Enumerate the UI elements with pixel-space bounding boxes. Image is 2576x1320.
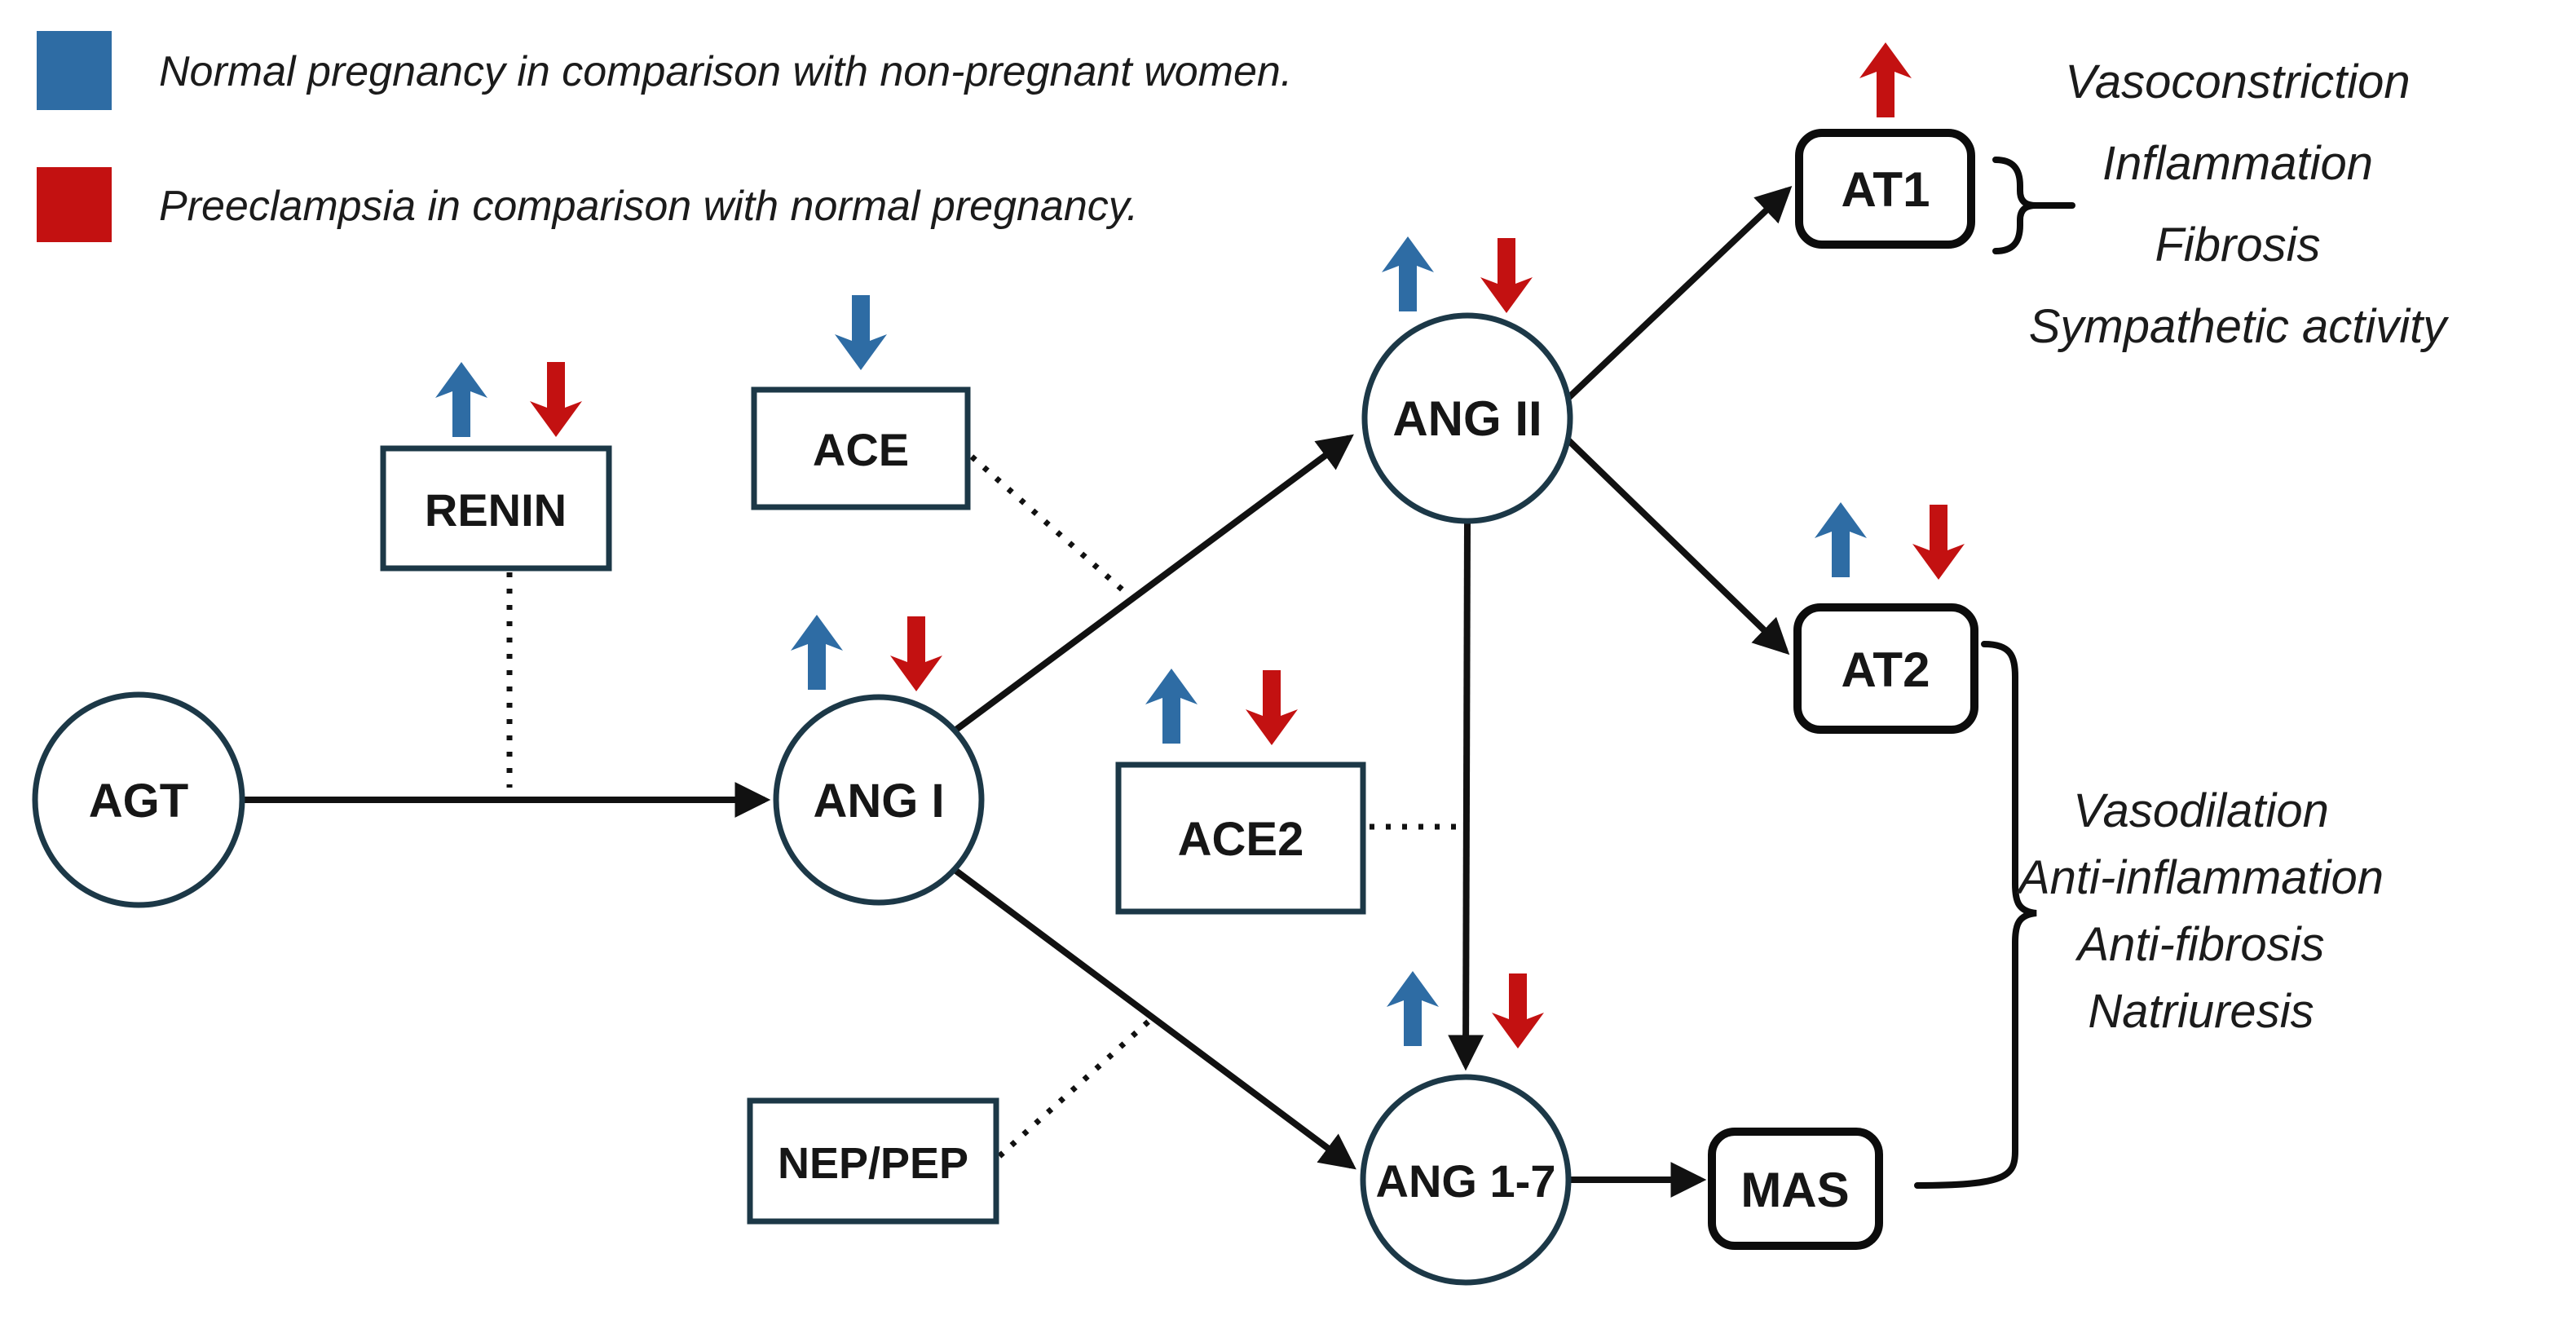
neppep-box: [747, 1097, 999, 1225]
edge-angII-to-at2: [1566, 438, 1790, 656]
node-ace: ACE: [751, 386, 971, 510]
renin-label: RENIN: [425, 484, 567, 536]
angII-circle: [1361, 312, 1573, 524]
mas-box: [1708, 1128, 1883, 1250]
edge-angI-to-angII: [951, 434, 1354, 735]
node-angI: ANG I: [773, 694, 985, 906]
edge-angI-to-ang17: [951, 866, 1356, 1170]
pathway-edges-solid: [243, 185, 1793, 1198]
ang17-label: ANG 1-7: [1376, 1155, 1556, 1207]
edge-neppep-dotted: [997, 1017, 1153, 1159]
at1-effect-line: Vasoconstriction: [2065, 55, 2410, 108]
node-at1: AT1: [1795, 129, 1975, 249]
pathway-edges-dotted: [506, 454, 1458, 1159]
ang17-circle: [1360, 1074, 1572, 1286]
at2-box: [1793, 603, 1978, 734]
at1-label: AT1: [1842, 162, 1930, 217]
at1-effect-line: Sympathetic activity: [2029, 300, 2450, 353]
agt-label: AGT: [89, 775, 188, 828]
at1-effects: Vasoconstriction Inflammation Fibrosis S…: [1992, 55, 2450, 353]
angII-label: ANG II: [1392, 391, 1542, 446]
down-arrow-indicator-icon: [890, 616, 942, 691]
down-arrow-indicator-icon: [530, 362, 582, 437]
down-arrow-indicator-icon: [835, 295, 887, 370]
node-ace2: ACE2: [1115, 762, 1366, 915]
at2-mas-effects: Vasodilation Anti-inflammation Anti-fibr…: [1914, 641, 2384, 1189]
legend: Normal pregnancy in comparison with non-…: [37, 31, 1292, 242]
angI-circle: [773, 694, 985, 906]
renin-box: [380, 445, 612, 572]
at2-mas-effect-line: Natriuresis: [2088, 985, 2314, 1038]
angI-label: ANG I: [813, 775, 944, 828]
at2-mas-effect-line: Vasodilation: [2073, 784, 2329, 837]
mas-label: MAS: [1740, 1163, 1849, 1217]
node-mas: MAS: [1708, 1128, 1883, 1250]
neppep-label: NEP/PEP: [778, 1139, 968, 1188]
up-arrow-indicator-icon: [435, 362, 487, 437]
down-arrow-indicator-icon: [1246, 670, 1298, 745]
legend-label-normal-pregnancy: Normal pregnancy in comparison with non-…: [159, 48, 1292, 95]
up-arrow-indicator-icon: [1859, 42, 1912, 117]
ace2-label: ACE2: [1178, 813, 1304, 866]
agt-circle: [32, 691, 245, 908]
down-arrow-indicator-icon: [1492, 973, 1544, 1048]
at1-box: [1795, 129, 1975, 249]
at2-mas-effect-line: Anti-inflammation: [2016, 851, 2384, 904]
node-renin: RENIN: [380, 445, 612, 572]
down-arrow-indicator-icon: [1912, 505, 1965, 580]
up-arrow-indicator-icon: [1145, 669, 1198, 744]
legend-label-preeclampsia: Preeclampsia in comparison with normal p…: [159, 183, 1138, 230]
up-arrow-indicator-icon: [1815, 502, 1867, 577]
ace2-box: [1115, 762, 1366, 915]
up-arrow-indicator-icon: [1387, 971, 1439, 1046]
up-arrow-indicator-icon: [1382, 236, 1434, 311]
node-at2: AT2: [1793, 603, 1978, 734]
legend-swatch-preeclampsia: [37, 167, 112, 242]
edge-ace-dotted: [969, 454, 1136, 602]
indicators: [435, 42, 1965, 1048]
at2-mas-effect-line: Anti-fibrosis: [2075, 918, 2325, 971]
edge-angII-to-at1: [1566, 185, 1793, 400]
edge-angII-to-ang17: [1448, 522, 1484, 1071]
at1-effect-line: Fibrosis: [2155, 219, 2320, 272]
ace-label: ACE: [813, 424, 909, 475]
down-arrow-indicator-icon: [1480, 238, 1533, 313]
ace-box: [751, 386, 971, 510]
node-neppep: NEP/PEP: [747, 1097, 999, 1225]
at1-effect-line: Inflammation: [2102, 137, 2373, 190]
node-angII: ANG II: [1361, 312, 1573, 524]
at2-label: AT2: [1842, 642, 1930, 697]
node-agt: AGT: [32, 691, 245, 908]
legend-swatch-normal-pregnancy: [37, 31, 112, 110]
up-arrow-indicator-icon: [791, 615, 843, 690]
node-ang17: ANG 1-7: [1360, 1074, 1572, 1286]
at2-mas-brace: [1914, 641, 2037, 1189]
